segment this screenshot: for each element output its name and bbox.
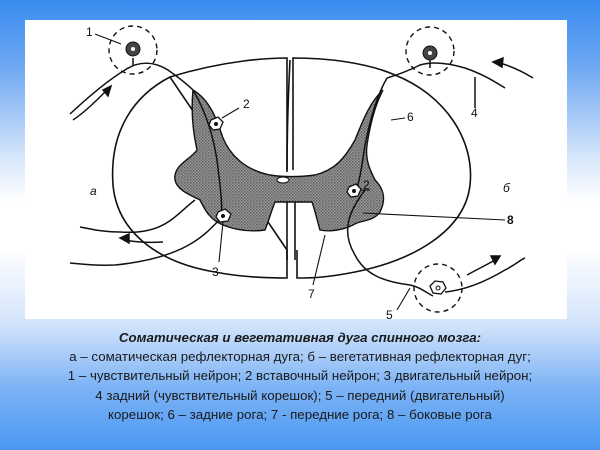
neuron-2-interneuron-left [208, 116, 224, 131]
label-2-left: 2 [243, 97, 250, 111]
caption-line: а – соматическая рефлекторная дуга; б – … [69, 349, 531, 365]
spinal-cord-diagram: 1 2 3 4 5 6 7 8 2 а б [69, 25, 534, 319]
label-8: 8 [507, 213, 514, 227]
autonomic-ganglion-neuron [413, 263, 463, 313]
neuron-sensory-right [405, 26, 455, 76]
arrow-icon [72, 84, 113, 121]
label-b-autonomic: б [503, 181, 511, 195]
caption-line: корешок; 6 – задние рога; 7 - передние р… [108, 406, 492, 422]
leader-lines [94, 33, 506, 311]
label-3: 3 [212, 265, 219, 279]
label-4: 4 [471, 106, 478, 120]
neuron-1-sensory [108, 25, 158, 75]
central-canal [276, 176, 290, 184]
neuron-3-motor-left [215, 208, 232, 223]
caption-line: 4 задний (чувствительный корешок); 5 – п… [95, 387, 505, 403]
neuron-2-interneuron-right [346, 183, 362, 198]
label-1: 1 [86, 25, 93, 39]
label-7: 7 [308, 287, 315, 301]
arrow-icon [466, 255, 502, 276]
spinal-cord-outline [111, 57, 472, 279]
arrow-icon [491, 56, 534, 79]
diagram-panel: 1 2 3 4 5 6 7 8 2 а б [25, 20, 567, 319]
label-2-right: 2 [363, 178, 370, 192]
label-a-somatic: а [90, 184, 97, 198]
left-sensory-arc [69, 58, 223, 266]
figure-caption: Соматическая и вегетативная дуга спинног… [0, 328, 600, 424]
arrow-icon [118, 232, 164, 245]
caption-line: 1 – чувствительный нейрон; 2 вставочный … [67, 368, 533, 384]
gray-matter [174, 88, 385, 232]
label-6: 6 [407, 110, 414, 124]
caption-title: Соматическая и вегетативная дуга спинног… [118, 330, 482, 345]
label-5: 5 [386, 308, 393, 319]
